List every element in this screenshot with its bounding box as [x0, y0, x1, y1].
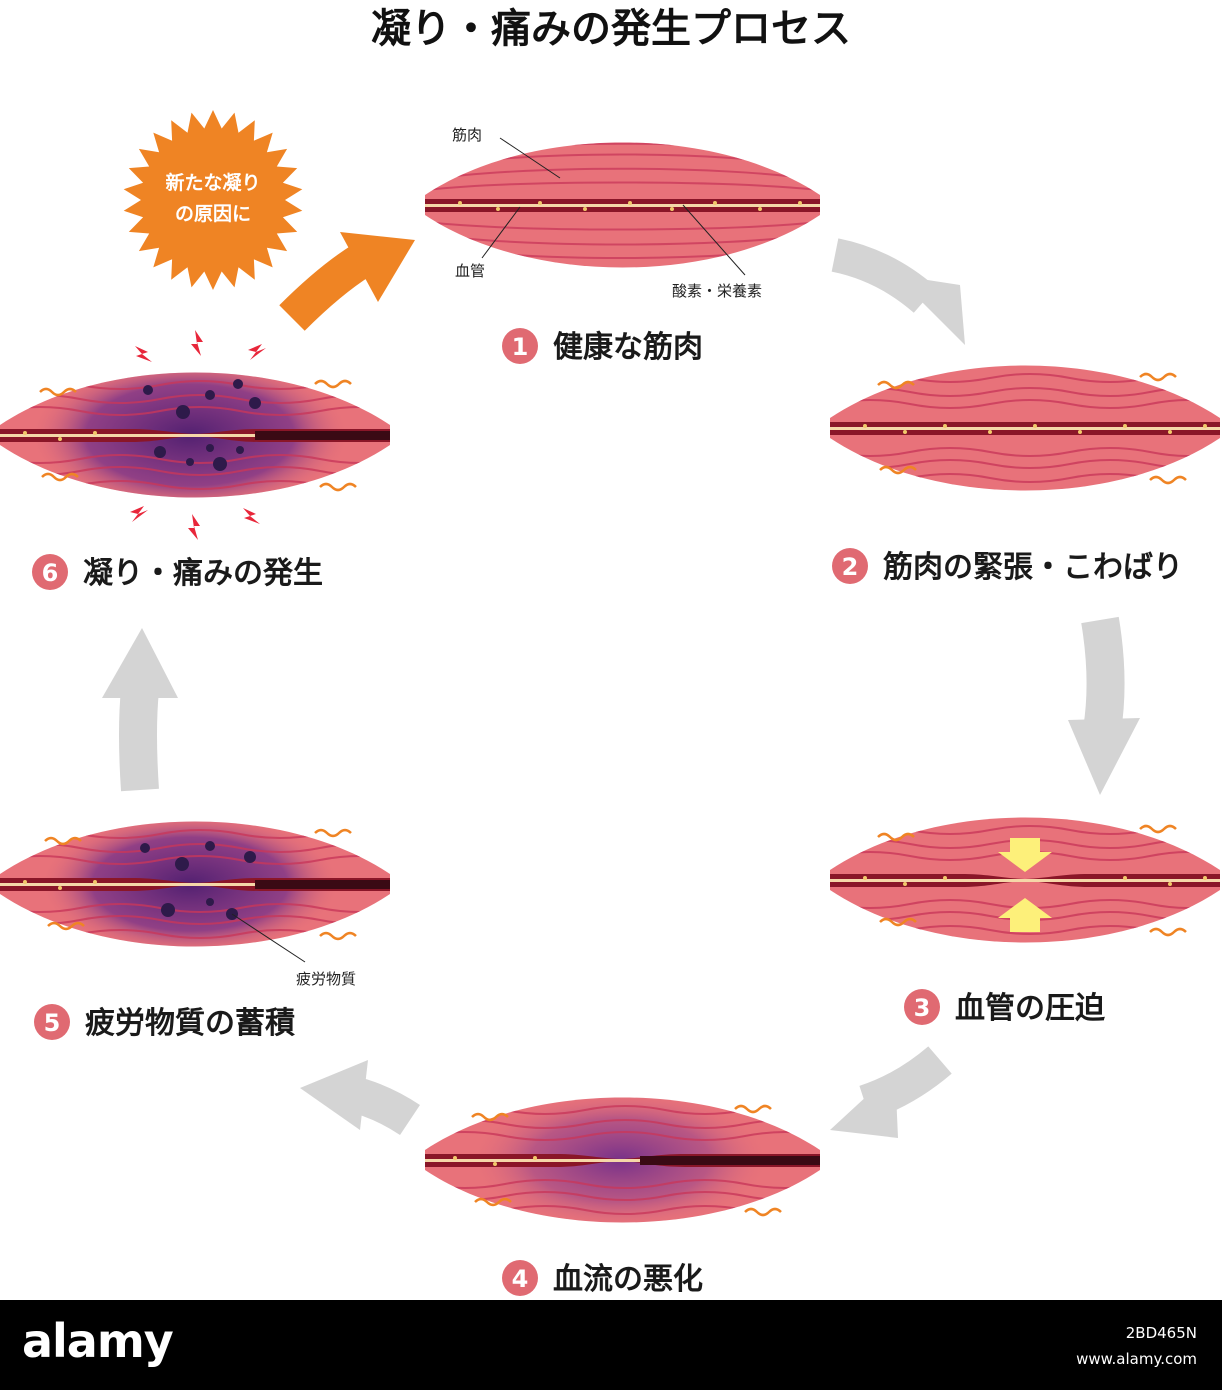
label-fatigue-substance: 疲労物質: [296, 970, 356, 988]
burst-shape: [123, 110, 303, 290]
cycle-arrow-1-to-2: [831, 238, 965, 345]
footer-bar: alamy 2BD465N www.alamy.com: [0, 1300, 1222, 1390]
fatigue-particles: [140, 841, 256, 920]
label-muscle: 筋肉: [452, 126, 482, 144]
vibration-marks: [877, 824, 1187, 937]
step-3-badge: [904, 989, 940, 1025]
fatigue-particles: [143, 379, 261, 471]
step-5-label-group: 5 疲労物質の蓄積: [34, 1004, 295, 1041]
burst-line-1: 新たな凝り: [165, 171, 260, 194]
vibration-marks: [39, 379, 357, 492]
step-2-label-group: 2 筋肉の緊張・こわばり: [832, 548, 1183, 585]
step-4-label-group: 4 血流の悪化: [502, 1260, 703, 1297]
muscle-tense: [830, 365, 1220, 491]
vibration-marks: [877, 372, 1187, 485]
step-1-label: 健康な筋肉: [553, 330, 703, 365]
step-1-number: 1: [512, 333, 529, 361]
step-1-badge: [502, 328, 538, 364]
compression-arrows: [998, 838, 1052, 932]
cycle-arrow-2-to-3: [1068, 616, 1140, 795]
page-title: 凝り・痛みの発生プロセス: [371, 6, 851, 52]
step-6-label-group: 6 凝り・痛みの発生: [32, 554, 323, 591]
burst-line-2: の原因に: [175, 203, 251, 225]
step-5-badge: [34, 1004, 70, 1040]
step-4-label: 血流の悪化: [553, 1262, 703, 1297]
vibration-marks: [471, 1104, 782, 1217]
muscle-compression: [830, 817, 1220, 943]
label-vessel: 血管: [455, 262, 485, 280]
step-4-number: 4: [512, 1265, 529, 1293]
step-2-number: 2: [842, 553, 859, 581]
step-1-label-group: 1 健康な筋肉: [502, 328, 703, 365]
muscle-poor-circulation: [425, 1097, 820, 1223]
step-5-number: 5: [44, 1009, 61, 1037]
step-2-badge: [832, 548, 868, 584]
footer-logo: alamy: [22, 1314, 174, 1368]
muscle-pain: [0, 330, 390, 540]
burst-badge: 新たな凝り の原因に: [123, 110, 303, 290]
footer-url: www.alamy.com: [1076, 1350, 1197, 1368]
step-3-number: 3: [914, 994, 931, 1022]
step-3-label: 血管の圧迫: [955, 991, 1106, 1026]
step-2-label: 筋肉の緊張・こわばり: [883, 550, 1183, 585]
muscle-healthy: 筋肉 血管 酸素・栄養素: [425, 126, 820, 300]
muscle-fatigue-accumulation: 疲労物質: [0, 821, 390, 988]
orange-arrow-6-to-1: [279, 232, 415, 331]
step-6-number: 6: [42, 559, 59, 587]
cycle-arrow-3-to-4: [830, 1046, 952, 1138]
vibration-marks: [44, 828, 357, 941]
step-5-label: 疲労物質の蓄積: [85, 1006, 295, 1041]
label-oxygen-nutrients: 酸素・栄養素: [672, 282, 762, 300]
cycle-arrow-4-to-5: [300, 1060, 420, 1136]
step-4-badge: [502, 1260, 538, 1296]
pain-spark-icon: [130, 330, 266, 540]
footer-image-id: 2BD465N: [1126, 1324, 1197, 1342]
step-6-label: 凝り・痛みの発生: [83, 556, 323, 591]
step-6-badge: [32, 554, 68, 590]
step-3-label-group: 3 血管の圧迫: [904, 989, 1106, 1026]
cycle-arrow-5-to-6: [102, 628, 178, 792]
